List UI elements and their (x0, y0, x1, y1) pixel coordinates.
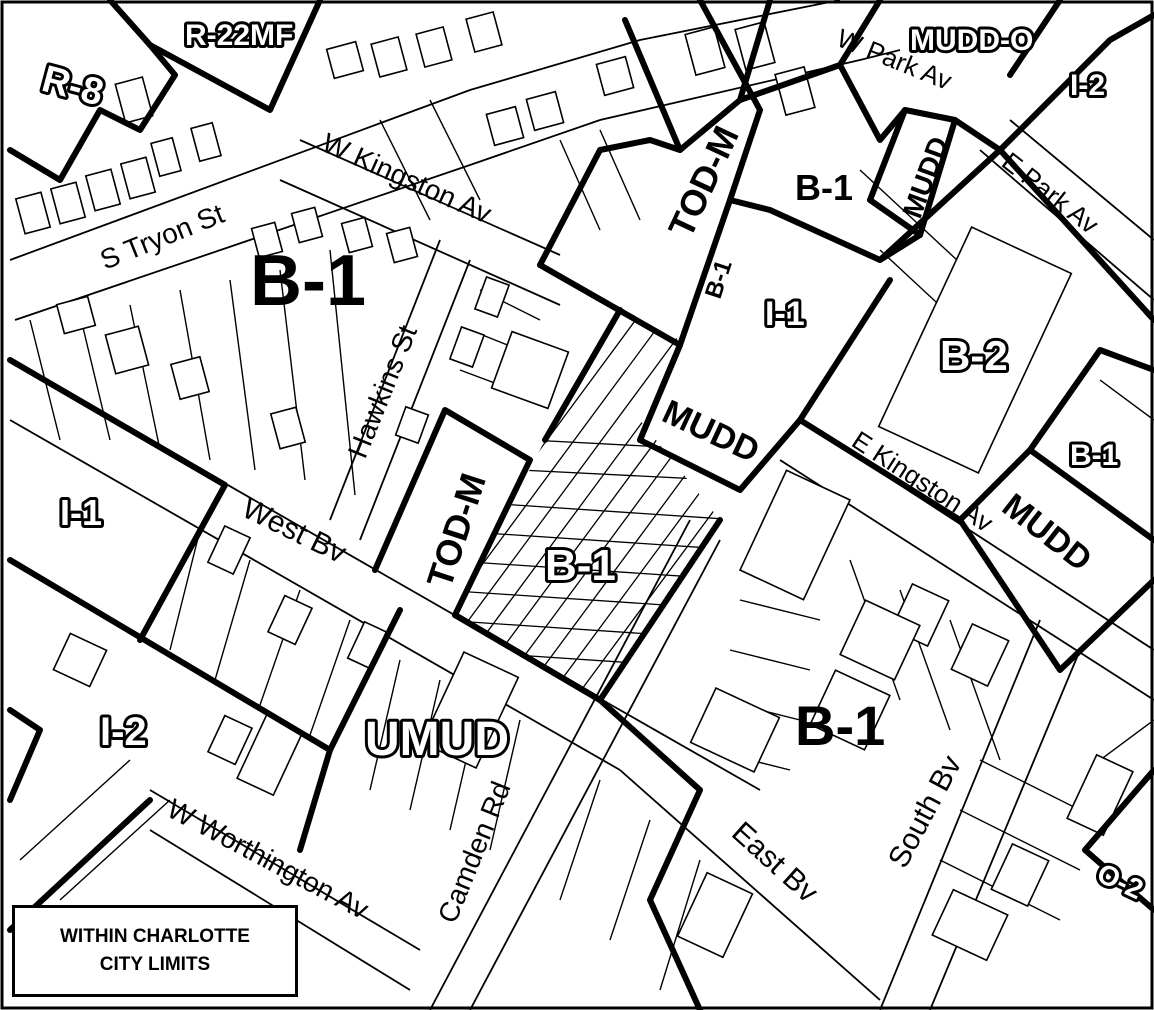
zone-label-umud: UMUD (365, 713, 509, 766)
zone-labels: R-8 R-22MF MUDD-O I-2 TOD-M B-1 MUDD B-1… (35, 16, 1151, 908)
zone-label-b1-top: B-1 (795, 167, 853, 208)
zone-label-i2-left: I-2 (100, 710, 147, 754)
zoning-boundaries (7, 0, 1154, 1010)
zone-label-i1-top: I-1 (765, 295, 805, 333)
city-limits-legend: WITHIN CHARLOTTE CITY LIMITS (12, 905, 298, 997)
zone-label-r22mf: R-22MF (185, 19, 293, 52)
building-footprints (14, 10, 1134, 962)
zone-label-b1-hatched: B-1 (545, 541, 616, 590)
zone-label-b2: B-2 (940, 332, 1008, 379)
parcel-lines (19, 99, 1154, 991)
zone-label-i1-left: I-1 (60, 492, 102, 533)
zone-label-b1-large: B-1 (250, 241, 366, 321)
zone-label-b1-right: B-1 (1070, 439, 1118, 472)
zone-label-i2-top: I-2 (1070, 69, 1105, 102)
zone-label-b1-bottom: B-1 (795, 694, 885, 757)
zone-label-mudd-o: MUDD-O (910, 24, 1033, 57)
legend-line-2: CITY LIMITS (99, 954, 211, 975)
legend-line-1: WITHIN CHARLOTTE (60, 926, 250, 947)
